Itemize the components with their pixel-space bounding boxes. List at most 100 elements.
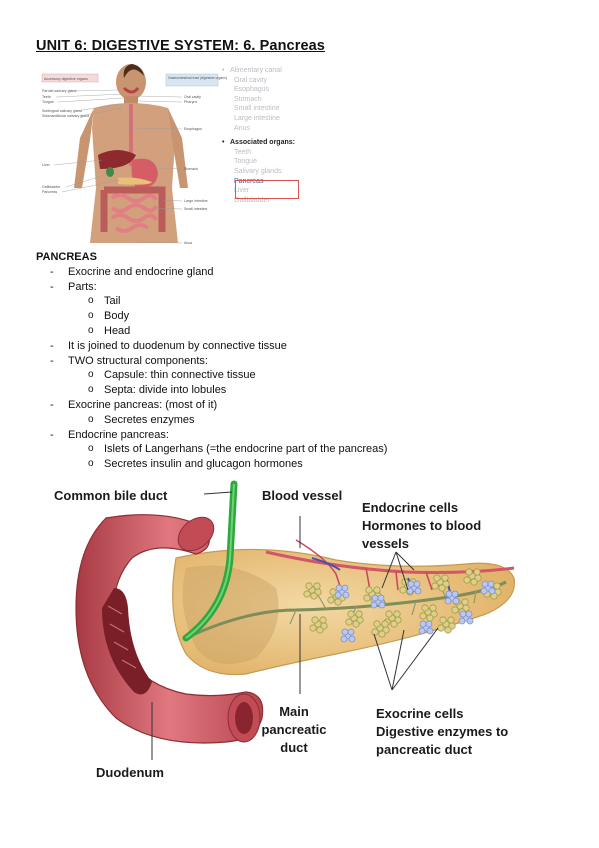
sub-bullet-item: o Head <box>36 324 387 339</box>
outline-item: Esophagus <box>234 86 270 94</box>
islet-cell <box>371 594 379 602</box>
acinus-cell <box>313 582 321 590</box>
acinus-cell <box>421 604 429 612</box>
label-blood-vessel: Blood vessel <box>262 488 342 503</box>
fig1-right-tag-0: Gastrointestinal tract (digestive organs… <box>168 76 227 80</box>
islet-cell <box>414 587 422 595</box>
acinus-cell <box>363 594 371 602</box>
fig1-left-tag-3: Tongue <box>42 100 54 104</box>
fig1-right-tag-7: Anus <box>184 241 192 245</box>
acinus-cell <box>399 586 407 594</box>
acinus-cell <box>433 574 441 582</box>
sub-bullet-item: o Tail <box>36 294 387 309</box>
outline-item: Salivary glands <box>234 167 282 175</box>
fig1-left-tag-5: Submandibular salivary gland <box>42 114 89 118</box>
islet-cell <box>341 584 349 592</box>
islet-cell <box>465 610 473 618</box>
bullet-text: Exocrine pancreas: (most of it) <box>68 398 218 411</box>
bullet-marker: o <box>88 295 94 307</box>
fig1-right-tag-1: Oral cavity <box>184 95 201 99</box>
acinus-cell <box>431 582 439 590</box>
islet-cell <box>370 601 378 609</box>
acinus-cell <box>419 612 427 620</box>
islet-cell <box>480 587 488 595</box>
bullet-text: Parts: <box>68 280 97 293</box>
label-endocrine-line-3: vessels <box>362 536 409 551</box>
acinus-cell <box>319 616 327 624</box>
bullet-marker: o <box>88 458 94 470</box>
acinus-cell <box>365 586 373 594</box>
acinus-cell <box>447 616 455 624</box>
islet-cell <box>342 591 350 599</box>
acinus-cell <box>426 614 434 622</box>
fig1-right-tag-2: Pharynx <box>184 100 197 104</box>
acinus-cell <box>437 624 445 632</box>
outline-item: Stomach <box>234 95 262 103</box>
bullet-marker: o <box>88 384 94 396</box>
islet-cell <box>407 580 415 588</box>
islet-cell <box>340 635 348 643</box>
bullet-text: Head <box>104 324 131 337</box>
islet-cell <box>378 601 386 609</box>
acinus-cell <box>438 584 446 592</box>
fig1-left-tag-8: Pancreas <box>42 190 57 194</box>
acinus-cell <box>393 610 401 618</box>
digestive-system-figure: Accessory digestive organs Parotid saliv… <box>41 64 227 245</box>
islet-cell <box>426 627 434 635</box>
islet-cell <box>481 580 489 588</box>
bullet-item: -Exocrine and endocrine gland <box>36 265 387 280</box>
bullet-marker: - <box>50 354 54 367</box>
islet-cell <box>348 635 356 643</box>
label-endocrine-line-1: Endocrine cells <box>362 500 458 515</box>
bullet-marker: o <box>88 324 94 336</box>
acinus-cell <box>309 624 317 632</box>
label-exocrine-line-3: pancreatic duct <box>376 742 473 757</box>
fig1-right-tag-6: Small intestine <box>184 207 207 211</box>
fig1-left-tag-0: Accessory digestive organs <box>44 77 88 81</box>
acinus-cell <box>465 568 473 576</box>
acinus-cell <box>441 574 449 582</box>
bullet-text: It is joined to duodenum by connective t… <box>68 339 287 352</box>
page-title: UNIT 6: DIGESTIVE SYSTEM: 6. Pancreas <box>36 38 325 54</box>
fig1-right-tag-3: Esophagus <box>184 127 202 131</box>
outline-associated: Associated organs: <box>230 139 295 147</box>
acinus-cell <box>316 626 324 634</box>
acinus-cell <box>347 610 355 618</box>
acinus-cell <box>371 628 379 636</box>
label-main-duct-line-2: pancreatic <box>261 722 326 737</box>
label-exocrine-line-2: Digestive enzymes to <box>376 724 508 739</box>
acinus-cell <box>352 620 360 628</box>
bullet-item: -Parts: <box>36 280 387 295</box>
fig1-left-tag-1: Parotid salivary gland <box>42 89 76 93</box>
acinus-cell <box>334 598 342 606</box>
islet-cell <box>335 584 343 592</box>
bullet-text: Tail <box>104 295 121 308</box>
bullet-item: -Endocrine pancreas: <box>36 428 387 443</box>
bullet-marker: - <box>50 339 54 352</box>
bullet-marker: o <box>88 413 94 425</box>
islet-cell <box>406 587 414 595</box>
bullet-marker: o <box>88 443 94 455</box>
acinus-cell <box>303 590 311 598</box>
islet-cell <box>452 597 460 605</box>
islet-cell <box>425 620 433 628</box>
acinus-cell <box>385 610 393 618</box>
acinus-cell <box>310 592 318 600</box>
acinus-cell <box>463 576 471 584</box>
fig1-left-tag-4: Sublingual salivary gland <box>42 109 82 113</box>
acinus-cell <box>470 578 478 586</box>
islet-cell <box>347 628 355 636</box>
bullet-item: - It is joined to duodenum by connective … <box>36 339 387 354</box>
acinus-cell <box>390 620 398 628</box>
islet-cell <box>458 617 466 625</box>
bullet-text: Exocrine and endocrine gland <box>68 265 214 278</box>
acinus-cell <box>381 620 389 628</box>
acinus-cell <box>305 582 313 590</box>
fig1-right-tag-4: Stomach <box>184 167 198 171</box>
acinus-cell <box>439 616 447 624</box>
acinus-cell <box>461 598 469 606</box>
outline-item: Tongue <box>234 158 257 166</box>
